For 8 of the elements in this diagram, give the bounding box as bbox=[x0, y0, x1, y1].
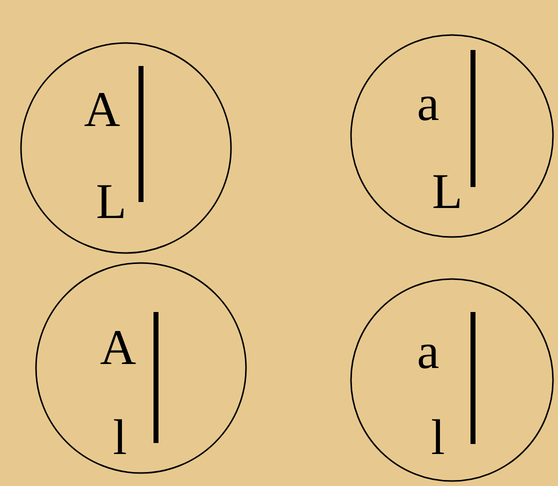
allele-label: A bbox=[100, 322, 136, 372]
allele-label: l bbox=[431, 412, 445, 462]
allele-label: L bbox=[432, 166, 463, 216]
allele-label: a bbox=[417, 78, 440, 128]
allele-label: a bbox=[417, 326, 440, 376]
allele-label: l bbox=[113, 412, 127, 462]
allele-label: L bbox=[96, 176, 127, 226]
allele-label: A bbox=[84, 84, 120, 134]
